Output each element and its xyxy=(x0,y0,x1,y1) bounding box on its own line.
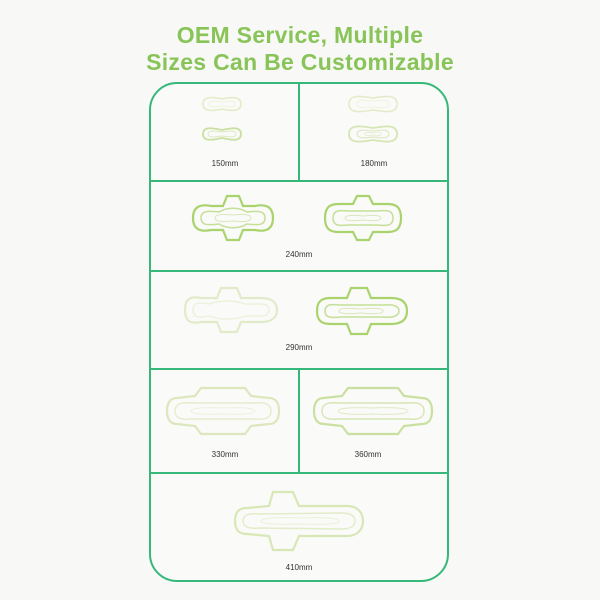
pad-icon xyxy=(229,488,369,554)
size-cell-360mm: 360mm xyxy=(300,370,447,472)
pad-icon xyxy=(319,192,407,244)
pad-icon xyxy=(345,92,401,116)
column-divider xyxy=(298,370,300,472)
size-cell-240mm: 240mm xyxy=(151,182,447,270)
pad-icon xyxy=(199,124,245,144)
size-label: 360mm xyxy=(354,450,382,459)
size-label: 180mm xyxy=(360,159,388,168)
pad-icon xyxy=(345,122,401,146)
size-cell-180mm: 180mm xyxy=(300,84,447,180)
row-divider xyxy=(151,270,447,272)
row-divider xyxy=(151,368,447,370)
size-label: 150mm xyxy=(211,159,239,168)
pad-icon xyxy=(308,382,438,440)
pad-icon xyxy=(311,282,411,340)
pad-icon xyxy=(179,280,283,340)
row-divider xyxy=(151,472,447,474)
size-label: 240mm xyxy=(285,250,313,259)
pad-icon xyxy=(199,94,245,114)
column-divider xyxy=(298,84,300,180)
size-grid-frame: 150mm 180mm xyxy=(149,82,449,582)
size-label: 290mm xyxy=(285,343,313,352)
size-label: 410mm xyxy=(285,563,313,572)
headline: OEM Service, Multiple Sizes Can Be Custo… xyxy=(0,22,600,76)
pad-icon xyxy=(161,382,285,440)
size-cell-150mm: 150mm xyxy=(151,84,298,180)
row-divider xyxy=(151,180,447,182)
headline-line-2: Sizes Can Be Customizable xyxy=(146,49,454,75)
headline-line-1: OEM Service, Multiple xyxy=(176,22,424,48)
size-label: 330mm xyxy=(211,450,239,459)
size-cell-330mm: 330mm xyxy=(151,370,298,472)
size-cell-410mm: 410mm xyxy=(151,474,447,582)
size-cell-290mm: 290mm xyxy=(151,272,447,368)
pad-icon xyxy=(187,192,279,244)
